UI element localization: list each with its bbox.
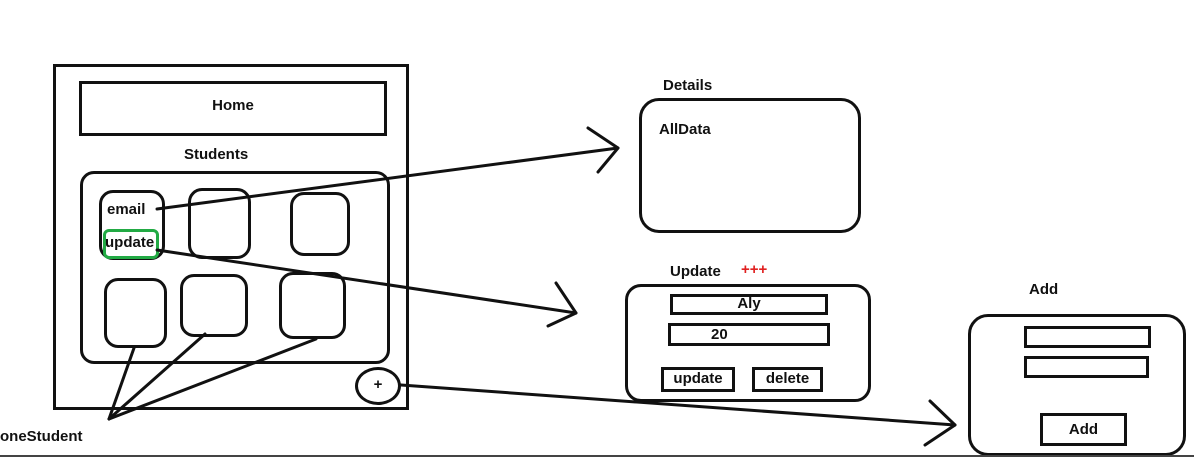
students-title: Students bbox=[184, 146, 249, 163]
add-fab-button[interactable] bbox=[355, 367, 401, 405]
student-card[interactable] bbox=[104, 278, 167, 348]
delete-button[interactable]: delete bbox=[752, 367, 823, 392]
student-card[interactable] bbox=[290, 192, 350, 256]
add-field-2[interactable] bbox=[1024, 356, 1149, 378]
bottom-line bbox=[0, 455, 1194, 457]
add-fab-label: + bbox=[373, 376, 383, 393]
card-update-highlight bbox=[103, 229, 159, 259]
arrow-update-to-update-screen bbox=[155, 248, 578, 315]
arrow-head-update bbox=[546, 281, 578, 328]
update-button[interactable]: update bbox=[661, 367, 735, 392]
connector-onestudent bbox=[107, 346, 136, 421]
onestudent-label: oneStudent bbox=[0, 428, 83, 445]
update-marker: +++ bbox=[741, 261, 768, 278]
add-field-1[interactable] bbox=[1024, 326, 1151, 348]
update-age-field[interactable]: 20 bbox=[668, 323, 830, 346]
arrow-head-details bbox=[586, 126, 620, 174]
add-button[interactable]: Add bbox=[1040, 413, 1127, 446]
arrow-add-to-add-screen bbox=[399, 383, 957, 427]
home-title: Home bbox=[212, 97, 254, 114]
arrow-email-to-details bbox=[155, 146, 620, 211]
update-title: Update bbox=[670, 263, 721, 280]
details-screen bbox=[639, 98, 861, 233]
update-name-field[interactable]: Aly bbox=[670, 294, 828, 315]
card-update-label[interactable]: update bbox=[105, 234, 155, 251]
card-email-label[interactable]: email bbox=[107, 201, 146, 218]
student-card[interactable] bbox=[180, 274, 248, 337]
details-title: Details bbox=[663, 77, 713, 94]
home-header bbox=[79, 81, 387, 136]
connector-onestudent bbox=[107, 332, 207, 421]
add-title: Add bbox=[1029, 281, 1059, 298]
arrow-head-add bbox=[923, 399, 957, 447]
details-content: AllData bbox=[659, 121, 711, 138]
connector-onestudent bbox=[107, 337, 318, 421]
